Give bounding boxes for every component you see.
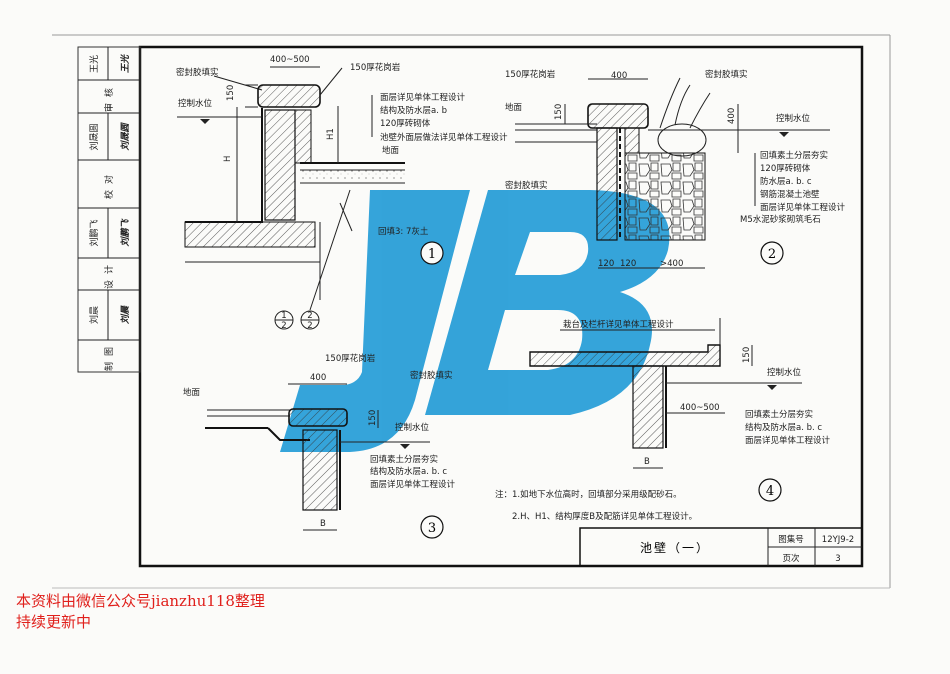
atlas-label: 图集号 bbox=[778, 534, 804, 545]
ref-number: 1 bbox=[281, 311, 286, 321]
sheet-title: 池壁（一） bbox=[640, 540, 710, 555]
layer-label: 面层详见单体工程设计 bbox=[745, 435, 831, 446]
ref-sheet: 2 bbox=[307, 321, 312, 331]
layer-label: 120厚砖砌体 bbox=[380, 118, 431, 129]
dim-bottom: 120 bbox=[598, 259, 614, 269]
dim-B: B bbox=[320, 519, 326, 529]
dim-H1: H1 bbox=[326, 128, 336, 140]
layer-label: 面层详见单体工程设计 bbox=[370, 479, 456, 490]
detail-4: 栽台及栏杆详见单体工程设计 150 控制水位 400~500 回填素土分层夯实 … bbox=[529, 318, 831, 502]
layer-label: 回填素土分层夯实 bbox=[760, 150, 828, 161]
signer-name: 刘鹏飞 bbox=[88, 219, 100, 246]
dim-150: 150 bbox=[742, 347, 752, 363]
signature-handwritten: 刘晨 bbox=[120, 305, 131, 324]
dim-bottom: 120 bbox=[620, 259, 636, 269]
role-label: 校对 bbox=[103, 169, 115, 199]
role-label: 制图 bbox=[103, 341, 115, 371]
signature-handwritten: 刘晟圆 bbox=[120, 122, 131, 151]
page-number: 3 bbox=[835, 554, 840, 564]
layer-label: 回填素土分层夯实 bbox=[745, 409, 813, 420]
layer-label: 结构及防水层a. b bbox=[380, 105, 447, 116]
label-ground: 地面 bbox=[382, 145, 400, 156]
detail-3: 150厚花岗岩 400 密封胶填实 地面 150 控制水位 回填素土分层夯实 结… bbox=[183, 353, 456, 539]
label-sealant: 密封胶填实 bbox=[410, 370, 453, 381]
signature-strip: 王光 王光 审核 刘晟圆 刘晟圆 校对 刘鹏飞 刘鹏飞 设计 刘晨 刘晨 制图 bbox=[77, 46, 141, 373]
label-water-level: 控制水位 bbox=[395, 422, 430, 433]
layer-label: 池壁外面层做法详见单体工程设计 bbox=[380, 132, 508, 143]
layer-label: 结构及防水层a. b. c bbox=[745, 422, 822, 433]
ref-number: 2 bbox=[307, 311, 312, 321]
label-granite: 150厚花岗岩 bbox=[350, 62, 401, 73]
layer-label: 120厚砖砌体 bbox=[760, 163, 811, 174]
label-sealant-side: 密封胶填实 bbox=[505, 180, 548, 191]
detail-1: 400~500 密封胶填实 150厚花岗岩 控制水位 150 H H1 面层详见… bbox=[176, 55, 508, 331]
label-backfill: 回填3: 7灰土 bbox=[378, 226, 429, 237]
signature-handwritten: 刘鹏飞 bbox=[120, 218, 131, 247]
label-ground: 地面 bbox=[505, 102, 523, 113]
title-block: 池壁（一） 图集号 12YJ9-2 页次 3 bbox=[579, 527, 863, 567]
layer-label: 面层详见单体工程设计 bbox=[760, 202, 846, 213]
footer-source-text: 本资料由微信公众号jianzhu118整理 bbox=[16, 592, 265, 610]
page-label: 页次 bbox=[782, 553, 800, 564]
label-railing: 栽台及栏杆详见单体工程设计 bbox=[563, 319, 674, 330]
role-label: 设计 bbox=[103, 259, 115, 289]
detail-2: 150厚花岗岩 400 密封胶填实 地面 150 400 控制水位 回填素土分层… bbox=[505, 69, 846, 269]
dim-bottom: >400 bbox=[660, 259, 683, 269]
label-granite: 150厚花岗岩 bbox=[325, 353, 376, 364]
dim-150: 150 bbox=[368, 410, 378, 426]
footer-update-text: 持续更新中 bbox=[16, 613, 92, 631]
dim-150: 150 bbox=[226, 85, 236, 101]
dim-width: 400~500 bbox=[680, 403, 720, 413]
detail-number: 2 bbox=[768, 247, 776, 262]
label-water-level: 控制水位 bbox=[178, 98, 213, 109]
layer-label: 钢筋混凝土池壁 bbox=[760, 189, 820, 200]
label-water-level: 控制水位 bbox=[776, 113, 811, 124]
label-sealant: 密封胶填实 bbox=[705, 69, 748, 80]
role-label: 审核 bbox=[103, 82, 115, 112]
signature-handwritten: 王光 bbox=[120, 54, 131, 73]
detail-number: 1 bbox=[428, 247, 436, 262]
dim-B: B bbox=[644, 457, 650, 467]
dim-width: 400~500 bbox=[270, 55, 310, 65]
layer-label: 防水层a. b. c bbox=[760, 176, 812, 187]
note-1: 注：1.如地下水位高时，回填部分采用级配砂石。 bbox=[495, 489, 682, 500]
dim-150: 150 bbox=[554, 104, 564, 120]
dim-400: 400 bbox=[611, 71, 627, 81]
label-granite: 150厚花岗岩 bbox=[505, 69, 556, 80]
layer-label: 面层详见单体工程设计 bbox=[380, 92, 466, 103]
layer-label: 回填素土分层夯实 bbox=[370, 454, 438, 465]
signer-name: 刘晟圆 bbox=[88, 123, 100, 150]
detail-number: 4 bbox=[766, 484, 774, 499]
label-rubble: M5水泥砂浆砌筑毛石 bbox=[740, 214, 821, 225]
dim-400-vertical: 400 bbox=[727, 108, 737, 124]
signer-name: 王光 bbox=[88, 55, 100, 73]
note-2: 2.H、H1、结构厚度B及配筋详见单体工程设计。 bbox=[512, 511, 697, 522]
label-water-level: 控制水位 bbox=[767, 367, 802, 378]
atlas-number: 12YJ9-2 bbox=[822, 535, 854, 545]
dim-H: H bbox=[223, 156, 233, 162]
label-sealant: 密封胶填实 bbox=[176, 67, 219, 78]
dim-400: 400 bbox=[310, 373, 326, 383]
layer-label: 结构及防水层a. b. c bbox=[370, 466, 447, 477]
signer-name: 刘晨 bbox=[88, 306, 100, 324]
detail-number: 3 bbox=[428, 521, 436, 536]
label-ground: 地面 bbox=[183, 387, 201, 398]
ref-sheet: 2 bbox=[281, 321, 286, 331]
